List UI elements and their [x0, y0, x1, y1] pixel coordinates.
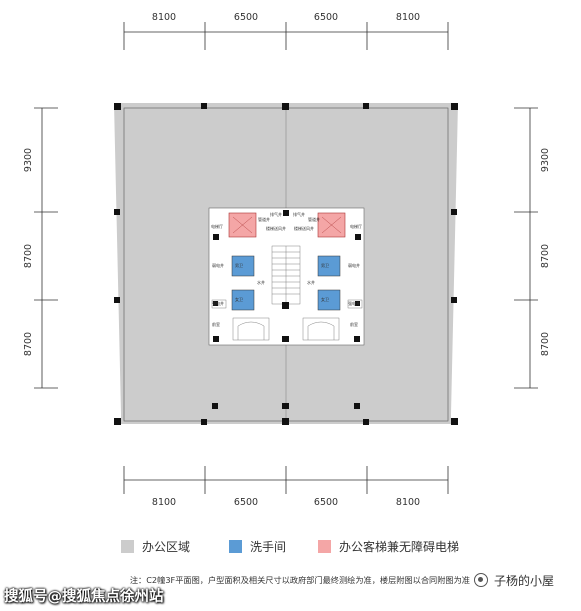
room-toilet-female-left: 女卫 — [235, 296, 243, 302]
toilet-left-top — [231, 255, 255, 277]
legend-item-office: 办公区域 — [121, 538, 190, 555]
room-pipe-shaft-right: 管道井 — [308, 216, 320, 222]
toilet-right-bottom — [317, 289, 341, 311]
dim-top-1: 8100 — [152, 12, 176, 23]
bottom-dimension — [123, 466, 449, 494]
room-toilet-female-right: 女卫 — [321, 296, 329, 302]
room-water-right: 水井 — [307, 279, 315, 285]
columns — [114, 103, 458, 425]
room-front-left: 前室 — [212, 321, 220, 327]
central-stair — [271, 245, 301, 305]
lower-stairs — [211, 299, 363, 341]
floor-plan-note: 注：C2幢3F平面图，户型面积及相关尺寸以政府部门最终测绘为准，楼层附图以合同附… — [129, 575, 470, 585]
floor-plan: 8100 6500 6500 8100 8100 6500 6500 8100 … — [23, 12, 551, 508]
room-water-left: 水井 — [257, 279, 265, 285]
dim-right-2: 8700 — [540, 244, 551, 268]
dim-bottom-2: 6500 — [234, 497, 258, 508]
dim-left-3: 8700 — [23, 332, 34, 356]
legend-swatch-office — [121, 540, 134, 553]
room-weak-current-right: 弱电井 — [348, 262, 360, 268]
room-strong-current-left: 强电井 — [212, 300, 224, 306]
dim-bottom-3: 6500 — [314, 497, 338, 508]
dim-bottom-1: 8100 — [152, 497, 176, 508]
legend-swatch-toilet — [229, 540, 242, 553]
dim-right-1: 9300 — [540, 148, 551, 172]
legend-item-elevator: 办公客梯兼无障碍电梯 — [318, 538, 459, 555]
right-dimension — [514, 107, 538, 389]
dim-bottom-4: 8100 — [396, 497, 420, 508]
toilet-left-bottom — [231, 289, 255, 311]
watermark-right: 子杨的小屋 — [474, 570, 554, 590]
room-exhaust-shaft-right: 排气井 — [293, 211, 305, 217]
legend-label-elevator: 办公客梯兼无障碍电梯 — [339, 540, 460, 554]
room-pipe-shaft-left: 管道井 — [258, 216, 270, 222]
room-toilet-male-left: 男卫 — [235, 263, 243, 268]
dim-left-2: 8700 — [23, 244, 34, 268]
legend-item-toilet: 洗手间 — [229, 538, 286, 555]
dim-left-1: 9300 — [23, 148, 34, 172]
room-front-right: 前室 — [350, 321, 358, 327]
top-dimension — [123, 22, 449, 50]
room-duct-shaft-left: 楼梯送风井 — [266, 225, 286, 231]
room-duct-shaft-right: 楼梯送风井 — [294, 225, 314, 231]
watermark-bottom: 搜狐号@搜狐焦点徐州站 — [4, 589, 164, 605]
core-labels: 电梯厅 电梯厅 排气井 排气井 管道井 管道井 楼梯送风井 楼梯送风井 弱电井 … — [211, 211, 362, 327]
dim-top-3: 6500 — [314, 12, 338, 23]
legend: 办公区域 洗手间 办公客梯兼无障碍电梯 — [0, 538, 581, 558]
room-elevator-hall-right: 电梯厅 — [350, 223, 362, 229]
room-toilet-male-right: 男卫 — [321, 263, 329, 268]
dim-top-4: 8100 — [396, 12, 420, 23]
wechat-icon — [474, 573, 488, 587]
building-core — [208, 207, 365, 346]
watermark-right-text: 子杨的小屋 — [494, 573, 555, 588]
legend-label-office: 办公区域 — [142, 540, 191, 554]
toilet-right-top — [317, 255, 341, 277]
room-elevator-hall-left: 电梯厅 — [211, 223, 223, 229]
legend-label-toilet: 洗手间 — [250, 540, 287, 554]
left-dimension — [34, 107, 58, 389]
legend-swatch-elevator — [318, 540, 331, 553]
room-weak-current-left: 弱电井 — [212, 262, 224, 268]
room-exhaust-shaft-left: 排气井 — [270, 211, 282, 217]
room-strong-current-right: 强电井 — [348, 300, 360, 306]
dim-right-3: 8700 — [540, 332, 551, 356]
dim-top-2: 6500 — [234, 12, 258, 23]
